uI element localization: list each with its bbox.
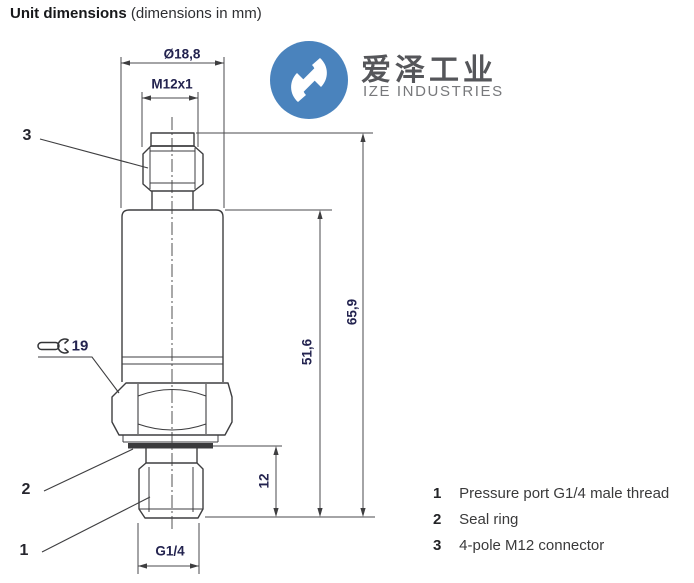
dimension-arrows [121, 60, 366, 569]
legend-text-2: Seal ring [459, 511, 519, 528]
wrench-icon [37, 338, 69, 354]
logo-mark-icon [270, 41, 348, 119]
legend-item-2: 2 Seal ring [433, 507, 669, 533]
legend-item-3: 3 4-pole M12 connector [433, 533, 669, 559]
connector-neck [151, 191, 194, 210]
dim-body-height: 51,6 [299, 338, 315, 366]
port-neck [145, 448, 198, 463]
legend-item-1: 1 Pressure port G1/4 male thread [433, 481, 669, 507]
dim-connector-thread: M12x1 [151, 76, 193, 92]
dim-top-diameter: Ø18,8 [163, 46, 201, 62]
dim-port-thread: G1/4 [155, 543, 185, 559]
legend-text-3: 4-pole M12 connector [459, 537, 605, 554]
dim-overall-height: 65,9 [344, 298, 360, 326]
part-label-1: 1 [19, 542, 29, 559]
logo-text-cn: 爱泽工业 [361, 54, 497, 87]
connector-cap [150, 132, 195, 147]
leader-lines [38, 138, 151, 553]
sensor-body [121, 209, 224, 382]
part-label-2: 2 [21, 481, 31, 498]
dim-wrench-size: 19 [71, 337, 89, 355]
seal-ring-band [128, 443, 213, 448]
dim-port-height: 12 [256, 473, 272, 489]
dimension-lines [120, 57, 375, 574]
title-bold: Unit dimensions [10, 5, 127, 22]
connector-hex [142, 145, 204, 192]
legend-num-3: 3 [433, 537, 442, 554]
parts-legend: 1 Pressure port G1/4 male thread 2 Seal … [433, 481, 669, 559]
logo-text-en: IZE INDUSTRIES [363, 83, 504, 100]
legend-num-1: 1 [433, 485, 442, 502]
hex-nut [111, 382, 233, 436]
legend-num-2: 2 [433, 511, 442, 528]
pressure-port [138, 462, 204, 519]
page-title: Unit dimensions (dimensions in mm) [10, 5, 262, 22]
washer [122, 434, 219, 443]
title-note: (dimensions in mm) [130, 5, 262, 22]
legend-text-1: Pressure port G1/4 male thread [459, 485, 670, 502]
company-logo: 爱泽工业 IZE INDUSTRIES [268, 39, 518, 121]
part-label-3: 3 [22, 127, 32, 144]
